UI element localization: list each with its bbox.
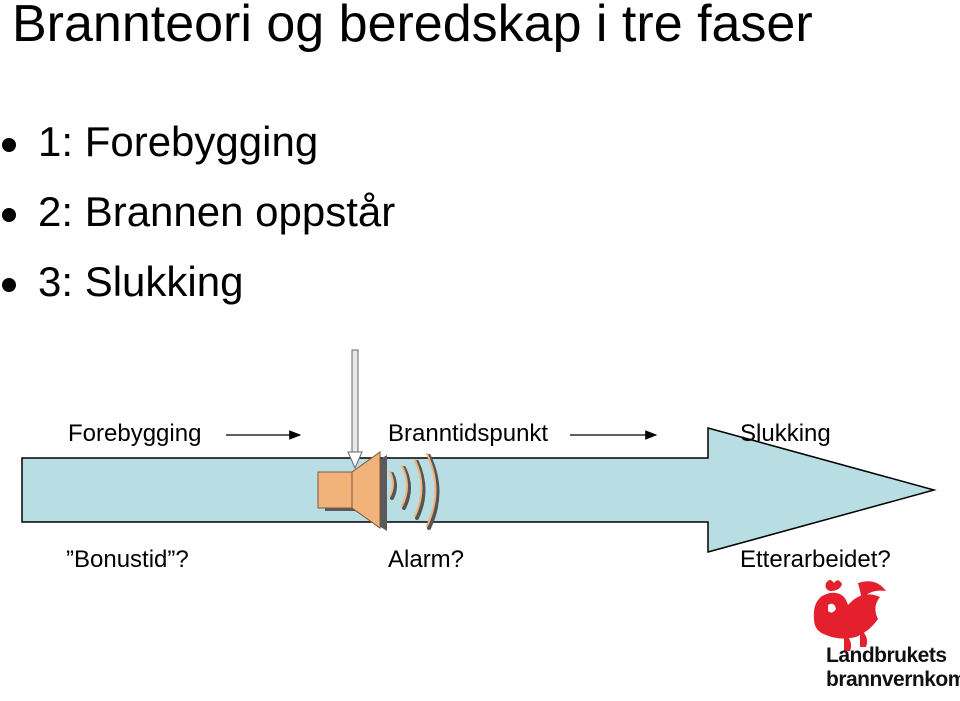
label-extinguish: Slukking <box>740 420 831 447</box>
slide-title: Brannteori og beredskap i tre faser <box>12 0 813 53</box>
fire-moment-pointer-icon <box>347 349 363 470</box>
label-alarm: Alarm? <box>388 546 465 573</box>
label-fire-point: Branntidspunkt <box>388 420 549 447</box>
bullet-item: 2: Brannen oppstår <box>0 188 395 258</box>
label-aftermath: Etterarbeidet? <box>740 546 891 573</box>
bullet-item: 1: Forebygging <box>0 118 395 188</box>
bullet-text: 3: Slukking <box>38 258 244 305</box>
logo-text-line1: Landbrukets <box>826 644 947 667</box>
bullet-item: 3: Slukking <box>0 258 395 328</box>
timeline-arrow-icon <box>21 427 937 553</box>
bullet-text: 1: Forebygging <box>38 118 319 165</box>
rooster-logo-icon <box>813 580 886 651</box>
sound-wave-icon <box>389 453 440 530</box>
logo-text-line2: brannvernkomité <box>826 668 960 691</box>
bullet-list: 1: Forebygging 2: Brannen oppstår 3: Slu… <box>0 118 395 328</box>
bullet-icon <box>2 138 16 152</box>
bullet-icon <box>2 278 16 292</box>
bullet-icon <box>2 208 16 222</box>
label-prevention: Forebygging <box>68 420 202 447</box>
speaker-icon <box>317 451 387 531</box>
label-bonus-time: ”Bonustid”? <box>66 546 189 573</box>
bullet-text: 2: Brannen oppstår <box>38 188 396 235</box>
